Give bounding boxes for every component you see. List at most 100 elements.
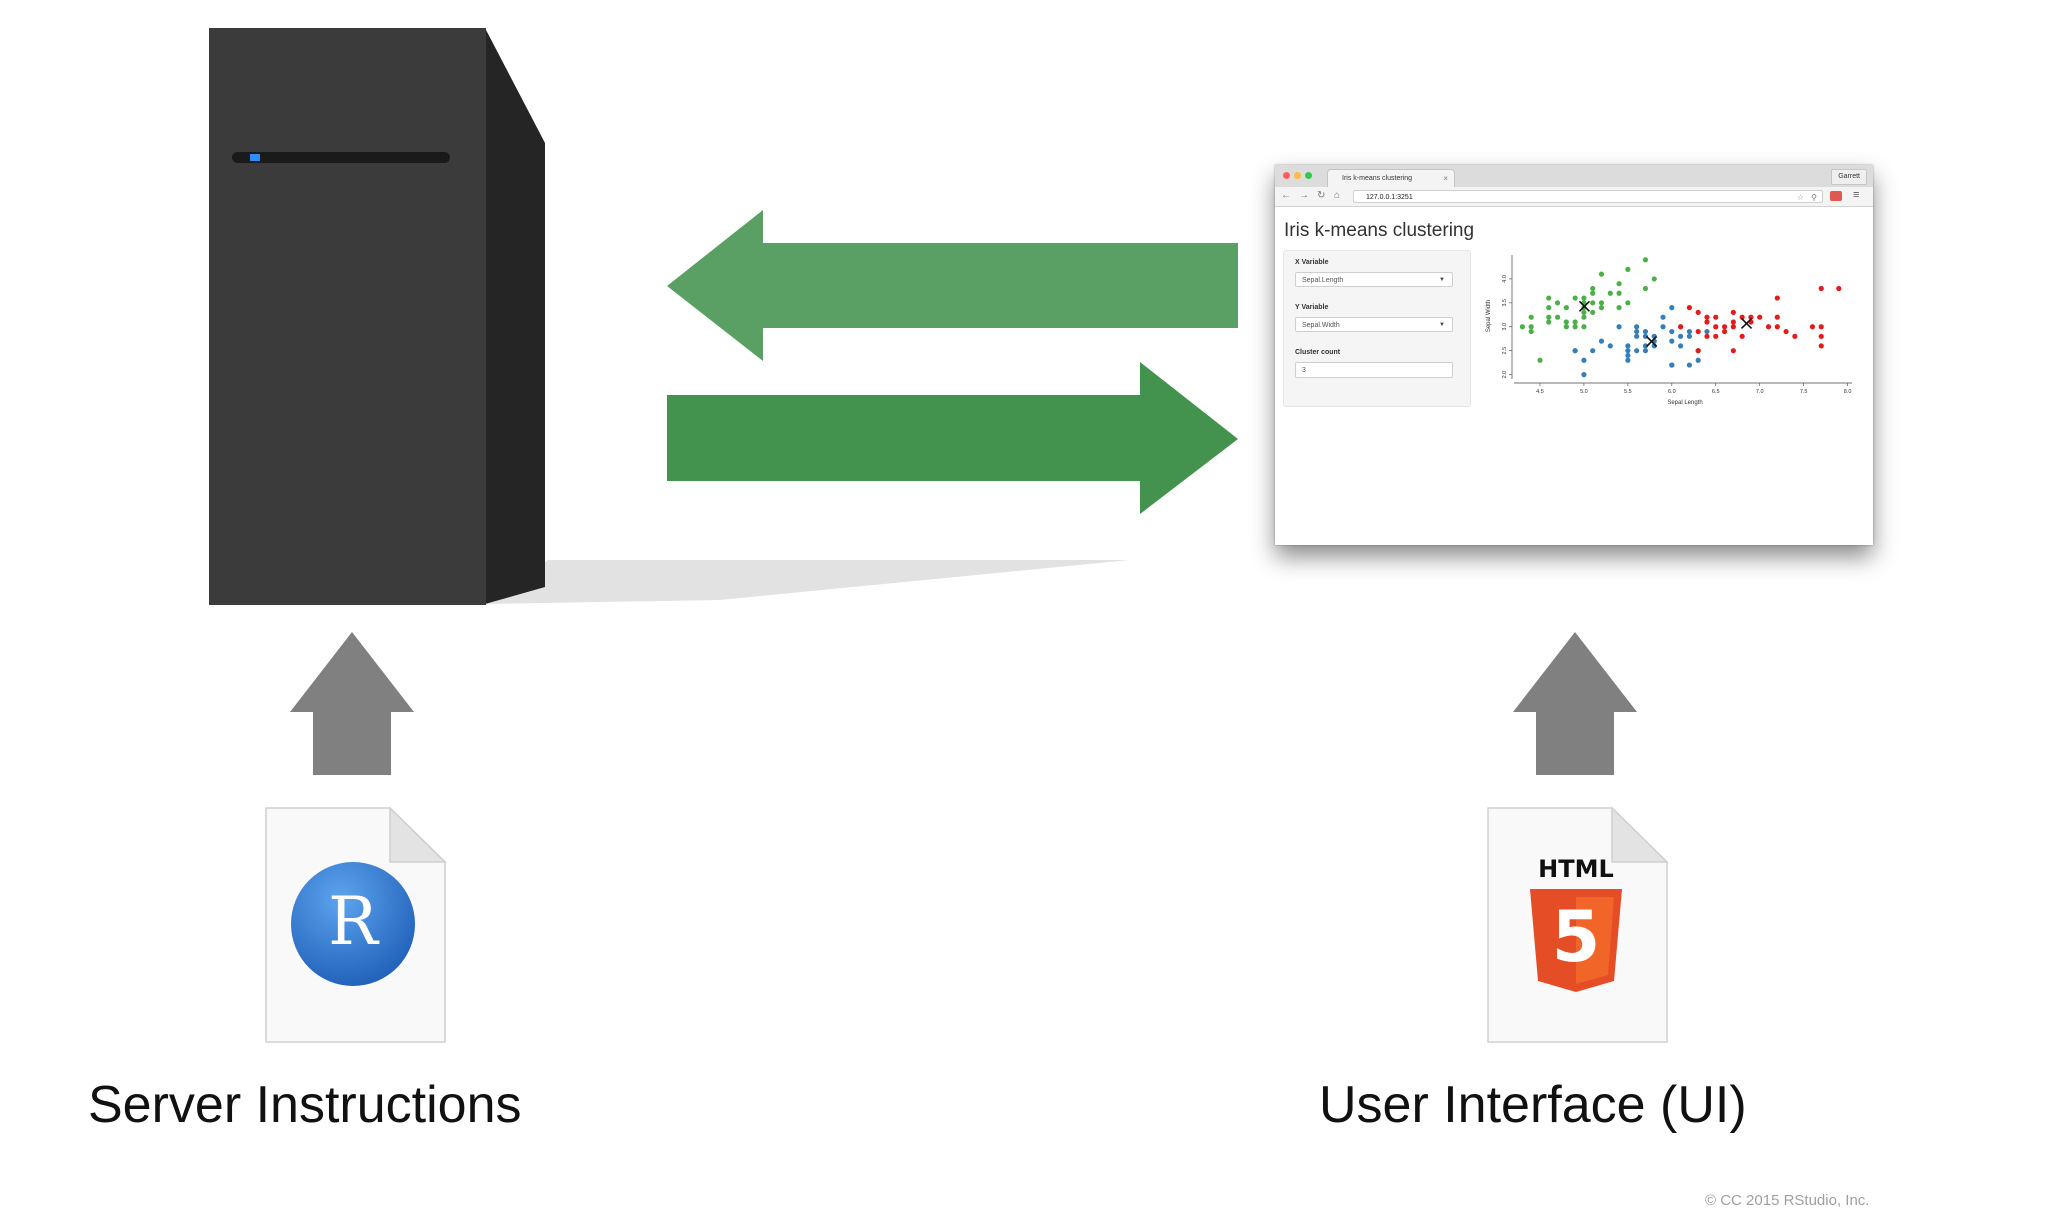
back-arrow-icon[interactable]: ← [1281, 190, 1291, 201]
data-point [1669, 328, 1675, 335]
browser-tab[interactable]: Iris k-means clustering × [1327, 169, 1455, 187]
server-front-panel [209, 28, 486, 605]
y-variable-select[interactable]: Sepal.Width ▼ [1295, 317, 1453, 332]
data-point [1546, 295, 1552, 301]
html-file-icon [1487, 806, 1669, 1043]
data-point [1783, 328, 1789, 335]
x-axis-label: Sepal Length [1667, 400, 1702, 406]
data-point [1818, 333, 1824, 339]
data-point [1774, 324, 1780, 330]
data-point [1809, 324, 1816, 330]
browser-tab-bar: Iris k-means clustering × Garrett [1275, 165, 1873, 188]
data-point [1774, 295, 1780, 301]
data-point [1581, 324, 1587, 330]
data-point [1818, 343, 1824, 349]
data-point [1625, 357, 1631, 363]
data-point [1730, 324, 1736, 330]
tab-close-icon[interactable]: × [1443, 174, 1448, 183]
data-point [1634, 324, 1640, 330]
data-point [1625, 266, 1631, 272]
data-point [1739, 333, 1745, 339]
data-point [1642, 348, 1649, 354]
data-point [1546, 305, 1552, 311]
forward-arrow-icon[interactable]: → [1299, 190, 1309, 201]
url-text: 127.0.0.1:3251 [1366, 194, 1413, 201]
close-window-icon[interactable] [1283, 172, 1290, 179]
data-point [1713, 314, 1719, 320]
x-tick-label: 7.5 [1800, 389, 1808, 395]
data-point [1669, 305, 1675, 311]
data-point [1598, 300, 1605, 306]
data-point [1563, 319, 1569, 325]
y-tick-label: 3.5 [1502, 299, 1508, 307]
y-tick-label: 2.0 [1502, 371, 1508, 379]
tab-title: Iris k-means clustering [1342, 175, 1413, 182]
x-variable-select[interactable]: Sepal.Length ▼ [1295, 272, 1453, 287]
profile-badge[interactable]: Garrett [1831, 169, 1867, 185]
data-point [1660, 324, 1666, 330]
data-point [1581, 314, 1587, 320]
r-logo-icon [291, 862, 415, 986]
home-icon[interactable]: ⌂ [1334, 190, 1341, 201]
data-point [1792, 333, 1798, 339]
data-point [1730, 348, 1736, 354]
maximize-window-icon[interactable] [1305, 172, 1312, 179]
data-point [1590, 285, 1596, 292]
app-title: Iris k-means clustering [1284, 220, 1475, 241]
data-point [1634, 348, 1640, 354]
address-bar[interactable]: 127.0.0.1:3251 ☆ ⚲ [1353, 190, 1823, 203]
data-point [1598, 305, 1605, 311]
data-point [1616, 305, 1622, 311]
cluster-center-marker [1646, 335, 1658, 348]
data-point [1686, 362, 1692, 368]
data-point [1581, 295, 1587, 301]
menu-icon[interactable]: ≡ [1853, 189, 1860, 201]
data-point [1607, 343, 1613, 349]
data-point [1686, 328, 1692, 335]
data-point [1713, 333, 1719, 339]
cluster-count-input[interactable]: 3 [1295, 362, 1453, 378]
html-label: HTML [1538, 855, 1614, 883]
data-point [1686, 305, 1692, 311]
x-variable-value: Sepal.Length [1302, 277, 1344, 284]
data-point [1721, 324, 1728, 330]
y-tick-label: 3.0 [1502, 323, 1508, 331]
reload-icon[interactable]: ↻ [1317, 190, 1326, 201]
r-logo-letter: R [328, 883, 378, 960]
data-point [1634, 333, 1640, 339]
data-point [1642, 257, 1649, 263]
minimize-window-icon[interactable] [1294, 172, 1301, 179]
data-point [1528, 314, 1534, 320]
data-point [1625, 343, 1631, 349]
data-point [1563, 305, 1569, 311]
y-tick-label: 2.5 [1502, 347, 1508, 355]
cluster-center-marker [1740, 317, 1753, 329]
data-point [1730, 309, 1736, 316]
data-point [1590, 290, 1596, 296]
data-point [1546, 314, 1552, 320]
data-point [1528, 324, 1534, 330]
extension-icon[interactable] [1830, 191, 1842, 201]
x-tick-label: 5.5 [1624, 389, 1632, 395]
copyright-notice: © CC 2015 RStudio, Inc. [1705, 1192, 1870, 1209]
data-point [1818, 324, 1824, 330]
ui-caption: User Interface (UI) [1319, 1076, 1747, 1134]
data-point [1660, 314, 1666, 320]
y-tick-label: 4.0 [1502, 275, 1508, 283]
y-variable-label: Y Variable [1295, 304, 1329, 311]
data-point [1572, 295, 1578, 301]
arrow-server-to-ui [667, 362, 1238, 514]
data-point [1572, 348, 1578, 354]
data-point [1581, 372, 1587, 378]
data-point [1686, 333, 1692, 339]
data-point [1625, 348, 1631, 354]
data-point [1669, 338, 1675, 344]
up-arrow-right [1513, 632, 1637, 775]
data-point [1730, 319, 1736, 325]
data-point [1642, 328, 1649, 335]
bookmark-star-icon[interactable]: ☆ [1796, 193, 1804, 202]
data-point [1572, 319, 1578, 325]
search-icon[interactable]: ⚲ [1811, 193, 1817, 202]
data-point [1572, 324, 1578, 330]
data-point [1607, 290, 1613, 296]
